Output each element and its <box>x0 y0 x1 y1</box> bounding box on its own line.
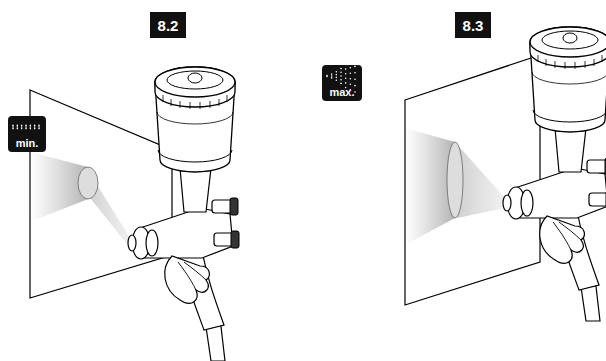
spray-dot <box>30 125 32 127</box>
spray-dot <box>345 87 347 89</box>
spray-dot <box>34 128 36 130</box>
spray-dot <box>354 66 356 68</box>
spray-dot <box>350 67 352 69</box>
spray-dot <box>354 72 356 74</box>
spray-dot <box>25 125 27 127</box>
paper-sheet <box>405 55 540 305</box>
spray-pattern <box>78 167 98 199</box>
spray-dot <box>12 126 14 128</box>
spray-dot <box>326 76 328 78</box>
spray-dot <box>345 78 347 80</box>
spray-dot <box>17 128 19 130</box>
spray-dot <box>34 126 36 128</box>
spray-setting-icon: max. <box>322 65 362 101</box>
setting-label: min. <box>16 138 39 149</box>
spray-dot <box>12 125 14 127</box>
setting-label: max. <box>329 87 354 98</box>
spray-dot-pattern <box>326 59 356 93</box>
spray-dot <box>340 79 342 81</box>
spray-dot <box>21 126 23 128</box>
spray-dot <box>336 74 338 76</box>
spray-setting-icon: min. <box>8 116 46 152</box>
spray-dot <box>350 78 352 80</box>
spray-dot <box>30 128 32 130</box>
figure-label: 8.3 <box>463 18 484 33</box>
spray-dot <box>336 77 338 79</box>
spray-dot <box>38 128 40 130</box>
spray-dot <box>326 75 328 77</box>
figure-number: 8.3 <box>455 12 491 38</box>
spray-dot <box>340 83 342 85</box>
spray-dot <box>21 125 23 127</box>
paper-sheet <box>30 90 172 298</box>
spray-dot <box>350 83 352 85</box>
spray-dot <box>354 78 356 80</box>
spray-pattern <box>447 142 463 218</box>
spray-dot <box>345 73 347 75</box>
spray-dot <box>336 79 338 81</box>
spray-dot <box>350 72 352 74</box>
spray-dot <box>336 71 338 73</box>
spray-dot <box>12 128 14 130</box>
spray-dot <box>38 126 40 128</box>
spray-dot <box>38 125 40 127</box>
spray-dot <box>17 126 19 128</box>
figure-number: 8.2 <box>150 12 186 38</box>
spray-dot <box>350 61 352 63</box>
spray-dot <box>340 72 342 74</box>
spray-dot <box>345 68 347 70</box>
spray-dot <box>331 75 333 77</box>
spray-dot <box>340 68 342 70</box>
spray-dot <box>345 82 347 84</box>
figure-label: 8.2 <box>158 18 179 33</box>
spray-dot <box>331 77 333 79</box>
spray-dot <box>350 89 352 91</box>
spray-dot <box>25 126 27 128</box>
spray-dot <box>354 91 356 93</box>
spray-dot <box>340 75 342 77</box>
spray-gun <box>503 27 606 321</box>
spray-dot <box>30 126 32 128</box>
spray-dot <box>331 73 333 75</box>
spray-dot <box>25 128 27 130</box>
spray-dot <box>354 85 356 87</box>
spray-dot-pattern <box>12 125 40 130</box>
spray-dot <box>34 125 36 127</box>
spray-dot <box>345 64 347 66</box>
spray-gun <box>128 67 239 361</box>
spray-dot <box>21 128 23 130</box>
spray-dot <box>354 59 356 61</box>
spray-dot <box>17 125 19 127</box>
